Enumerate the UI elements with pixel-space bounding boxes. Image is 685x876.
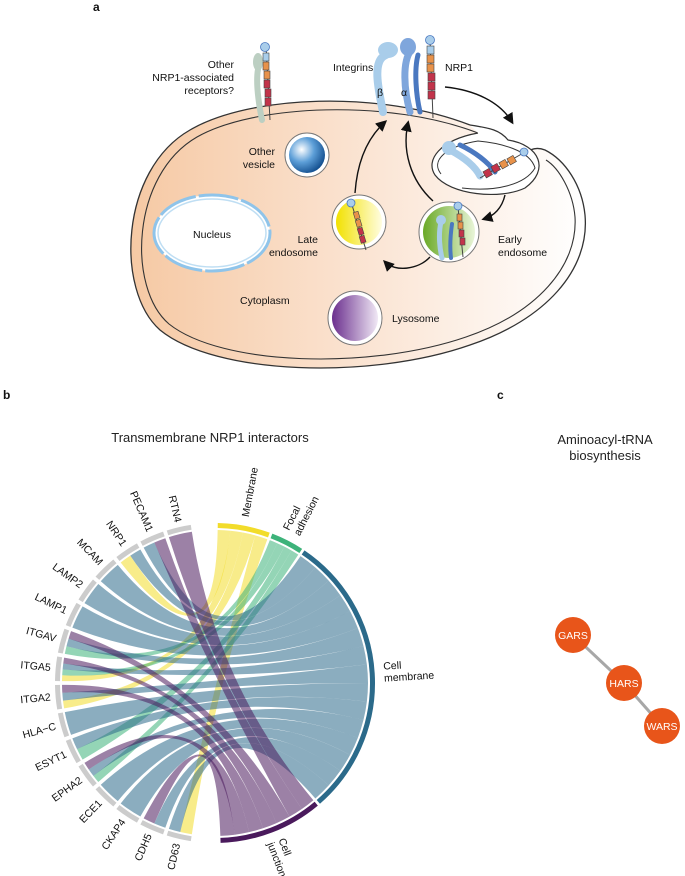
lysosome-label: Lysosome — [392, 313, 440, 325]
network-title-line-2: biosynthesis — [569, 448, 641, 463]
node-label: HARS — [609, 678, 638, 690]
panel-b-letter: b — [3, 388, 11, 402]
early-endosome-label-1: Early — [498, 234, 523, 246]
other-receptors-label-2: NRP1-associated — [152, 72, 234, 84]
sector-arc-itgav — [57, 628, 70, 654]
panel-a-letter: a — [93, 0, 100, 14]
early-endosome-label-2: endosome — [498, 247, 547, 259]
sector-arc-cdh5 — [140, 820, 165, 835]
sector-arc-itga2 — [55, 684, 63, 710]
sector-arc-rtn4 — [166, 524, 192, 536]
sector-arc-cell-junction — [220, 801, 318, 843]
chord-arcs — [55, 523, 375, 843]
chord-link-ckap4-cell-membrane — [120, 728, 351, 817]
network-node-wars: WARS — [644, 708, 680, 744]
sector-arc-lamp2 — [78, 579, 97, 603]
sector-arc-epha2 — [78, 763, 97, 787]
chord-link-nrp1-cell-membrane — [130, 549, 329, 627]
protein-label-itga5: ITGA5 — [20, 659, 51, 674]
late-endosome-label-2: endosome — [269, 247, 318, 259]
chord-link-nrp1-membrane — [120, 530, 231, 616]
chord-link-esyt1-cell-membrane — [72, 696, 367, 750]
chord-link-lamp2-cell-membrane — [84, 584, 351, 646]
other-vesicle — [289, 137, 325, 173]
nrp1-receptor-in-late-endosome — [346, 198, 367, 251]
chord-link-ece1-cell-membrane — [100, 718, 358, 802]
other-receptors-label-1: Other — [208, 59, 235, 71]
integrins-label: Integrins — [333, 62, 373, 74]
integrin-in-early-endosome — [436, 215, 454, 261]
sector-arc-focal-adhesion — [270, 533, 303, 554]
nrp1-membrane-receptor-left — [260, 42, 272, 121]
chord-link-cd63-cell-membrane — [168, 743, 329, 833]
network-title-line-1: Aminoacyl-tRNA — [557, 432, 653, 447]
nrp1-receptor-in-early-endosome — [453, 201, 466, 258]
chord-links — [62, 530, 369, 836]
chord-link-rtn4-cell-junction — [168, 531, 314, 809]
lysosome — [332, 295, 378, 341]
sector-arc-lamp1 — [65, 602, 81, 627]
sector-arc-pecam1 — [140, 531, 165, 546]
node-circle — [606, 665, 642, 701]
network-title: Aminoacyl-tRNA biosynthesis — [545, 432, 665, 464]
sector-arc-membrane — [217, 523, 270, 538]
panel-c-letter: c — [497, 388, 504, 402]
sector-arc-esyt1 — [65, 739, 81, 764]
sector-arc-nrp1 — [116, 543, 140, 561]
chord-link-itga5-focal-adhesion — [62, 543, 285, 676]
network-nodes: GARS HARS WARS — [555, 617, 680, 744]
network-node-hars: HARS — [606, 665, 642, 701]
beta-label: β — [377, 87, 383, 99]
nucleus — [152, 193, 272, 273]
integrin-nrp1-complex — [373, 35, 436, 119]
sector-arc-mcam — [95, 559, 117, 580]
other-vesicle-label-2: vesicle — [243, 159, 275, 171]
chord-link-itga2-cell-membrane — [62, 664, 368, 701]
other-vesicle-label-1: Other — [249, 146, 276, 158]
chord-link-epha2-cell-membrane — [88, 708, 364, 776]
chord-link-hla-c-cell-membrane — [64, 683, 369, 735]
chord-link-itga2-cell-junction — [62, 684, 264, 833]
late-endosome-label-1: Late — [298, 234, 319, 246]
chord-link-itga5-cell-membrane — [62, 645, 367, 676]
sector-arc-ckap4 — [116, 805, 140, 823]
arrow-early-recycling — [400, 120, 434, 202]
chord-diagram-title: Transmembrane NRP1 interactors — [111, 430, 309, 445]
protein-label-itga2: ITGA2 — [20, 692, 51, 707]
node-circle — [555, 617, 591, 653]
chord-link-cdh5-cell-membrane — [154, 737, 341, 828]
chord-link-itgav-cell-membrane — [66, 628, 364, 665]
nrp1-label: NRP1 — [445, 62, 473, 74]
internalized-complex — [442, 141, 529, 180]
node-label: GARS — [558, 630, 588, 642]
sector-arc-cd63 — [166, 830, 192, 842]
node-circle — [644, 708, 680, 744]
cytoplasm-label: Cytoplasm — [240, 295, 290, 307]
arrow-internalization — [444, 86, 514, 125]
node-label: WARS — [646, 721, 677, 733]
nucleus-label: Nucleus — [193, 229, 231, 241]
protein-label-cd63: CD63 — [165, 842, 183, 871]
alpha-label: α — [401, 87, 407, 99]
arrow-early-to-late — [383, 256, 431, 272]
sector-arc-cell-membrane — [301, 550, 375, 804]
other-receptors-label-3: receptors? — [184, 85, 234, 97]
arrow-late-recycling — [354, 120, 388, 194]
chord-link-epha2-focal-adhesion — [93, 550, 299, 782]
trafficking-arrows — [354, 86, 514, 272]
chord-link-lamp1-cell-membrane — [72, 606, 358, 656]
sector-arc-itga5 — [55, 656, 63, 682]
arrow-to-early-endosome — [481, 194, 506, 222]
sector-arc-hla-c — [57, 712, 70, 738]
category-label-cell-membrane: Cellmembrane — [383, 658, 435, 685]
network-node-gars: GARS — [555, 617, 591, 653]
chord-link-pecam1-cell-junction — [154, 538, 302, 817]
chord-link-cdh5-cell-junction — [143, 754, 235, 836]
other-receptor-icon — [253, 53, 265, 123]
sector-arc-ece1 — [95, 786, 117, 807]
chord-link-mcam-cell-membrane — [100, 564, 341, 636]
